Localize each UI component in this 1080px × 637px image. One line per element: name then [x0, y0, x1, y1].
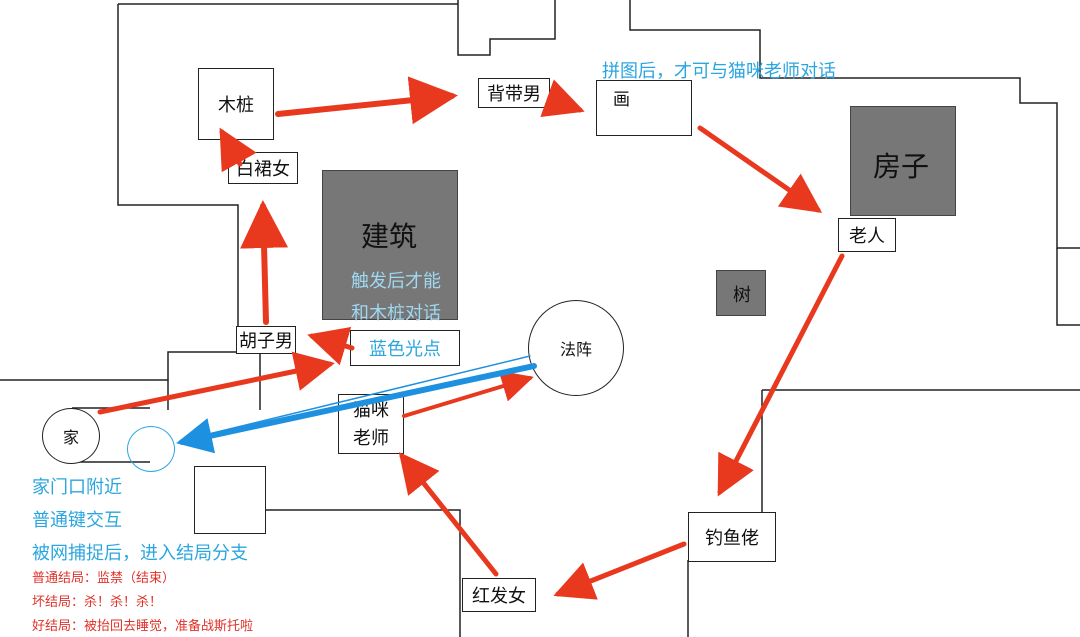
- node-blue-light-label: 蓝色光点: [369, 339, 441, 360]
- tree-block: 树: [716, 270, 766, 316]
- note-home-line3: 被网捕捉后，进入结局分支: [32, 543, 248, 564]
- building-label: 建筑: [361, 220, 418, 253]
- node-blue-light: 蓝色光点: [350, 330, 460, 366]
- arrow-suspender-to-painting: [540, 79, 585, 118]
- node-painting: 画: [596, 80, 692, 136]
- node-magic-circle: 法阵: [528, 300, 624, 396]
- node-cat-teacher-label2: 老师: [353, 428, 389, 449]
- wall-left-outer: [117, 4, 239, 352]
- house-label: 房子: [873, 150, 930, 183]
- note-ending-bad: 坏结局：杀！杀！杀！: [32, 595, 163, 610]
- arrow-blue-light-to-bearded: [307, 326, 355, 366]
- arrow-redhair-to-cat: [398, 452, 499, 577]
- arrow-magic-to-home-door: [183, 355, 531, 441]
- note-ending-normal: 普通结局：监禁（结束）: [32, 571, 176, 586]
- note-puzzle: 拼图后，才可与猫咪老师对话: [602, 61, 836, 82]
- wall-top-right: [629, 0, 1080, 249]
- node-bearded-man: 胡子男: [236, 326, 296, 354]
- node-painting-label: 画: [613, 90, 630, 110]
- home-door-circle: [127, 426, 175, 472]
- arrow-bearded-to-whiteskirt: [240, 200, 289, 325]
- node-suspender-man-label: 背带男: [487, 84, 541, 105]
- node-home: 家: [42, 408, 100, 464]
- node-old-man: 老人: [838, 218, 896, 252]
- wall-right-step: [1056, 248, 1080, 326]
- left-bottom-box: [194, 466, 266, 534]
- arrow-whiteskirt-to-stump: [219, 127, 257, 173]
- node-suspender-man: 背带男: [478, 78, 550, 108]
- trigger-note-line1: 触发后才能: [351, 271, 441, 292]
- note-home-line2: 普通键交互: [32, 510, 122, 531]
- house-block: 房子: [850, 106, 956, 216]
- node-magic-circle-label: 法阵: [559, 340, 592, 359]
- wall-upper-left: [457, 0, 556, 56]
- node-red-hair-woman: 红发女: [462, 578, 536, 612]
- node-home-label: 家: [62, 428, 79, 447]
- arrow-magic-to-home-door-bold: [176, 363, 537, 454]
- arrow-oldman-to-fisherman: [717, 253, 845, 497]
- arrow-fisherman-to-redhair: [553, 541, 687, 600]
- node-old-man-label: 老人: [849, 226, 885, 247]
- wall-bottom-left: [265, 509, 461, 637]
- node-bearded-man-label: 胡子男: [239, 331, 293, 352]
- node-red-hair-woman-label: 红发女: [472, 586, 526, 607]
- node-stump-label: 木桩: [218, 95, 254, 116]
- arrow-cat-to-magic: [402, 370, 534, 418]
- building-block: 建筑 触发后才能 和木桩对话: [322, 170, 458, 324]
- node-fisherman: 钓鱼佬: [688, 512, 776, 562]
- node-fisherman-label: 钓鱼佬: [705, 528, 759, 549]
- arrow-painting-to-oldman: [697, 125, 823, 213]
- arrow-home-to-blue-light: [97, 351, 335, 415]
- tree-label: 树: [733, 285, 751, 306]
- note-ending-good: 好结局：被抬回去睡觉，准备战斯托啦: [32, 619, 254, 634]
- note-home-line1: 家门口附近: [32, 477, 122, 498]
- wall-left-mid: [0, 351, 238, 381]
- trigger-note-line2: 和木桩对话: [351, 303, 441, 324]
- arrow-stump-to-suspender: [275, 76, 458, 125]
